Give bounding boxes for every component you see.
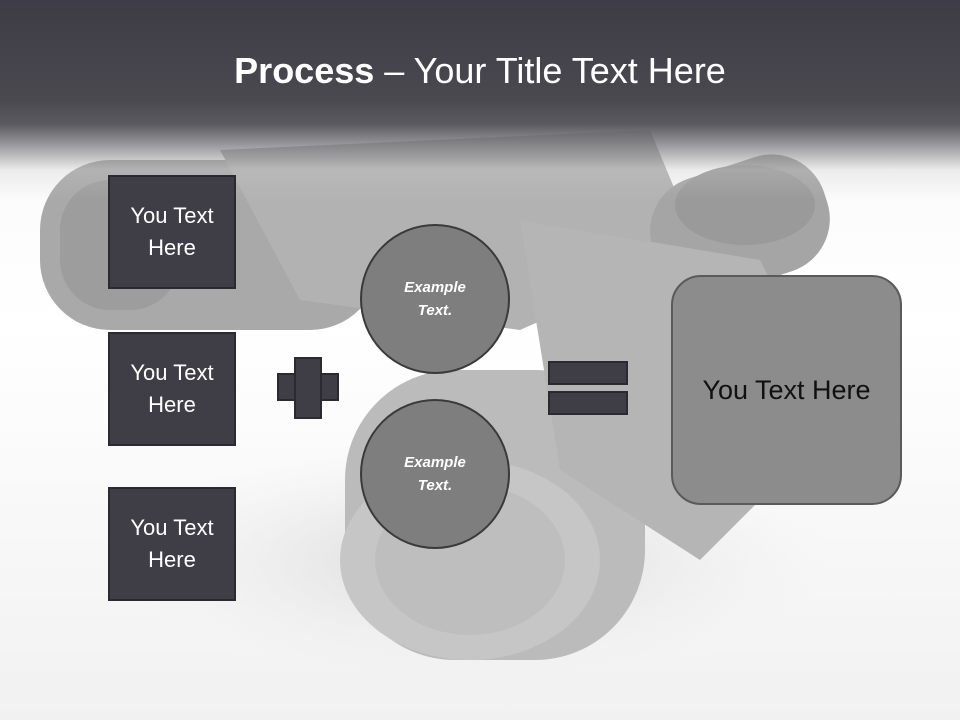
text-box-3: You Text Here	[108, 487, 236, 601]
example-circle-1: Example Text.	[360, 224, 510, 374]
slide-title: Process – Your Title Text Here	[0, 50, 960, 92]
title-bold: Process	[234, 50, 375, 91]
result-box: You Text Here	[671, 275, 902, 505]
example-circle-2: Example Text.	[360, 399, 510, 549]
text-box-2: You Text Here	[108, 332, 236, 446]
title-rest: – Your Title Text Here	[374, 50, 726, 91]
text-box-1: You Text Here	[108, 175, 236, 289]
title-bar	[0, 0, 960, 200]
